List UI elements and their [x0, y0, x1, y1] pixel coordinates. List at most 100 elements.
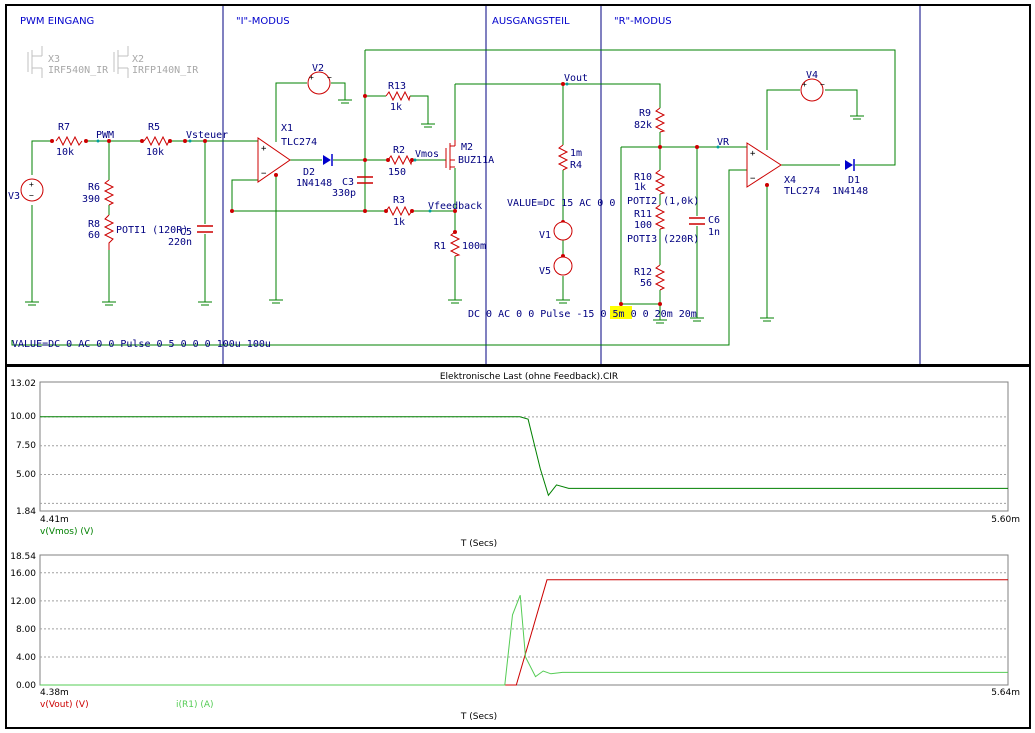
svg-text:+: +: [261, 144, 267, 154]
resistor-r6: [103, 179, 115, 206]
top-xmin-label: 4.41m: [40, 515, 69, 525]
poti2-name: POTI2 (1,0k): [627, 196, 699, 207]
plot-bottom[interactable]: 18.54 16.00 12.00 8.00 4.00 0.00 4.38m 5…: [10, 552, 1020, 722]
r9-name: R9: [639, 108, 651, 119]
top-xaxis-label: T (Secs): [460, 539, 497, 549]
resistor-r12: [654, 264, 666, 291]
ghost-x2-part: IRFP140N_IR: [132, 65, 199, 76]
r5-name: R5: [148, 122, 160, 133]
c5-name: C5: [180, 227, 192, 238]
r13-value: 1k: [390, 102, 402, 113]
section-label-i-mode: "I"-MODUS: [236, 16, 290, 27]
svg-text:−: −: [327, 73, 332, 82]
v2-name: V2: [312, 63, 324, 74]
net-label-pwm: PWM: [96, 130, 114, 141]
text-highlight: [610, 306, 632, 319]
diode-d1[interactable]: [845, 159, 855, 171]
bottom-xmax-label: 5.64m: [991, 688, 1020, 698]
c3-value: 330p: [332, 188, 356, 199]
svg-text:+: +: [29, 180, 34, 189]
resistor-r11-poti3: [654, 204, 666, 230]
r4-name: R4: [570, 160, 582, 171]
r1-name: R1: [434, 241, 446, 252]
ghost-x3-part: IRF540N_IR: [48, 65, 109, 76]
resistor-r1: [449, 231, 461, 257]
x4-name: X4: [784, 175, 796, 186]
pin-markers: [96, 82, 720, 213]
resistor-r10-poti2: [654, 169, 666, 195]
r4-value: 1m: [570, 148, 582, 159]
ghost-x3-name: X3: [48, 54, 60, 65]
net-label-vout: Vout: [564, 73, 588, 84]
bottom-xmin-label: 4.38m: [40, 688, 69, 698]
bottom-ytick-2: 12.00: [10, 597, 36, 607]
r1-value: 100m: [462, 241, 486, 252]
x1-name: X1: [281, 123, 293, 134]
svg-text:+: +: [750, 149, 756, 159]
schematic-panel[interactable]: PWM EINGANG "I"-MODUS AUSGANGSTEIL "R"-M…: [5, 4, 1031, 366]
plot-bottom-series: [40, 579, 1008, 686]
r12-name: R12: [634, 267, 652, 278]
section-label-pwm: PWM EINGANG: [20, 16, 94, 27]
m2-name: M2: [461, 142, 473, 153]
r6-name: R6: [88, 182, 100, 193]
v5-value-pre: DC 0 AC 0 0 Pulse -15 0: [468, 309, 613, 320]
d2-value: 1N4148: [296, 178, 332, 189]
v1-name: V1: [539, 230, 551, 241]
voltage-sources[interactable]: [20, 71, 824, 276]
bottom-ytick-4: 4.00: [16, 653, 36, 663]
r11-name: R11: [634, 209, 652, 220]
d1-value: 1N4148: [832, 186, 868, 197]
v5-value-text: DC 0 AC 0 0 Pulse -15 0 5m 0 0 20m 20m: [468, 309, 697, 320]
plot-title: Elektronische Last (ohne Feedback).CIR: [440, 372, 618, 382]
c3-name: C3: [342, 177, 354, 188]
r2-value: 150: [388, 167, 406, 178]
ghost-mosfet-x3[interactable]: [27, 46, 43, 78]
v3-name: V3: [8, 191, 20, 202]
top-trace-label: v(Vmos) (V): [40, 527, 94, 537]
net-label-vsteuer: Vsteuer: [186, 130, 228, 141]
r3-value: 1k: [393, 217, 405, 228]
v1-value-text: VALUE=DC 15 AC 0 0: [507, 198, 615, 209]
poti3-name: POTI3 (220R): [627, 234, 699, 245]
r5-value: 10k: [146, 147, 164, 158]
bottom-ytick-1: 16.00: [10, 569, 36, 579]
r12-value: 56: [640, 278, 652, 289]
r8-value: 60: [88, 230, 100, 241]
opamp-x4[interactable]: + −: [746, 142, 782, 188]
svg-text:−: −: [820, 80, 825, 89]
top-ytick-0: 13.02: [10, 379, 36, 389]
resistor-r9: [654, 107, 666, 133]
ghost-mosfet-x2[interactable]: [113, 46, 129, 78]
top-xmax-label: 5.60m: [991, 515, 1020, 525]
poti1-name: POTI1 (120R): [116, 225, 188, 236]
m2-value: BUZ11A: [458, 155, 494, 166]
bottom-ytick-0: 18.54: [10, 552, 36, 562]
opamp-x1[interactable]: + −: [257, 137, 291, 183]
plot-panel[interactable]: Elektronische Last (ohne Feedback).CIR 1…: [5, 365, 1031, 729]
v4-name: V4: [806, 70, 818, 81]
net-label-vr: VR: [717, 137, 730, 148]
capacitor-shapes[interactable]: [197, 176, 705, 233]
resistor-r2: [387, 154, 413, 166]
top-ytick-2: 7.50: [16, 441, 36, 451]
bottom-ytick-5: 0.00: [16, 681, 36, 691]
bottom-trace1-label: v(Vout) (V): [40, 700, 89, 710]
resistor-shapes[interactable]: [55, 90, 666, 291]
v5-name: V5: [539, 266, 551, 277]
d2-name: D2: [303, 167, 315, 178]
v5-value-highlight: 5m: [613, 309, 625, 320]
c5-value: 220n: [168, 237, 192, 248]
ground-symbols: [25, 99, 864, 324]
r8-name: R8: [88, 219, 100, 230]
diode-d2[interactable]: [323, 154, 333, 166]
net-label-vfeedback: Vfeedback: [428, 201, 482, 212]
x4-value: TLC274: [784, 186, 820, 197]
mosfet-m2[interactable]: [445, 140, 456, 170]
bottom-series-line-1: [40, 595, 1008, 686]
r10-name: R10: [634, 172, 652, 183]
plot-top[interactable]: 13.02 10.00 7.50 5.00 1.84 4.41m 5.60m v…: [10, 379, 1020, 549]
source-polarity: +− +− +−: [29, 73, 825, 200]
top-series-line-0: [40, 416, 1008, 497]
resistor-r7: [55, 135, 83, 147]
